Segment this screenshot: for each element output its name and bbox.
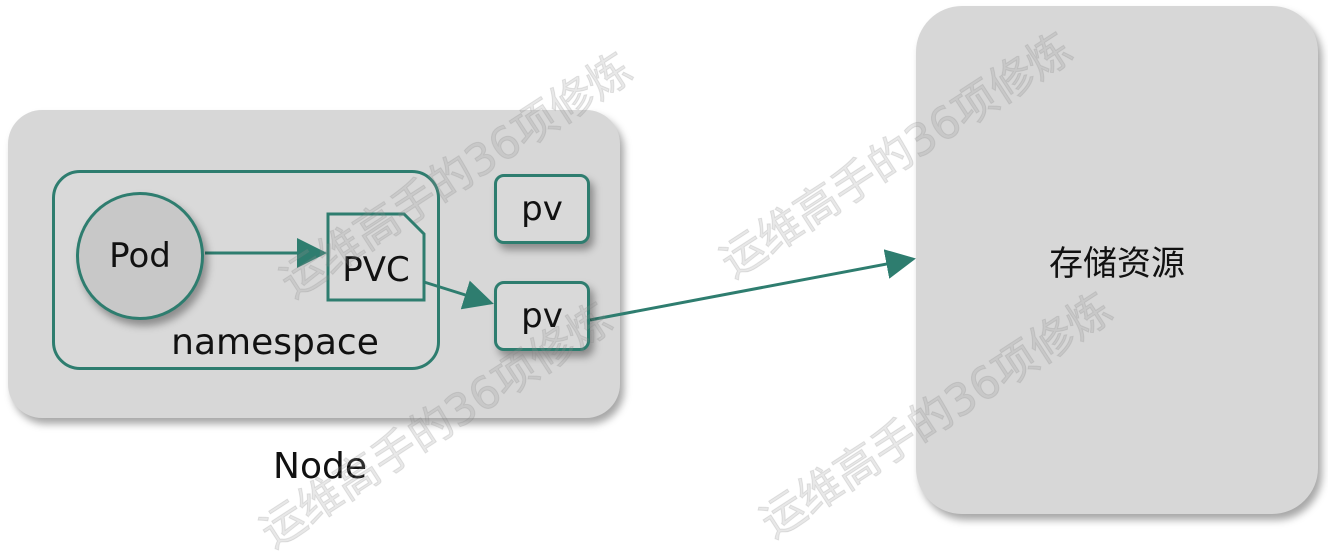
pv-label-1: pv bbox=[521, 189, 563, 229]
pod-circle bbox=[76, 192, 204, 320]
node-label: Node bbox=[273, 446, 367, 487]
pv-box-1: pv bbox=[494, 174, 590, 244]
pod-label: Pod bbox=[109, 236, 171, 276]
pvc-to-pv-arrow bbox=[423, 280, 494, 310]
namespace-label: namespace bbox=[171, 322, 379, 363]
storage-resource-box: 存储资源 bbox=[916, 6, 1318, 514]
storage-resource-label: 存储资源 bbox=[1049, 243, 1185, 284]
diagram-connectors bbox=[205, 212, 916, 322]
pv-label-2: pv bbox=[521, 296, 563, 336]
pvc-shape bbox=[326, 212, 426, 302]
pv-box-2: pv bbox=[494, 281, 590, 351]
pv-to-storage-arrow bbox=[589, 249, 916, 322]
pvc-label: PVC bbox=[342, 250, 410, 290]
